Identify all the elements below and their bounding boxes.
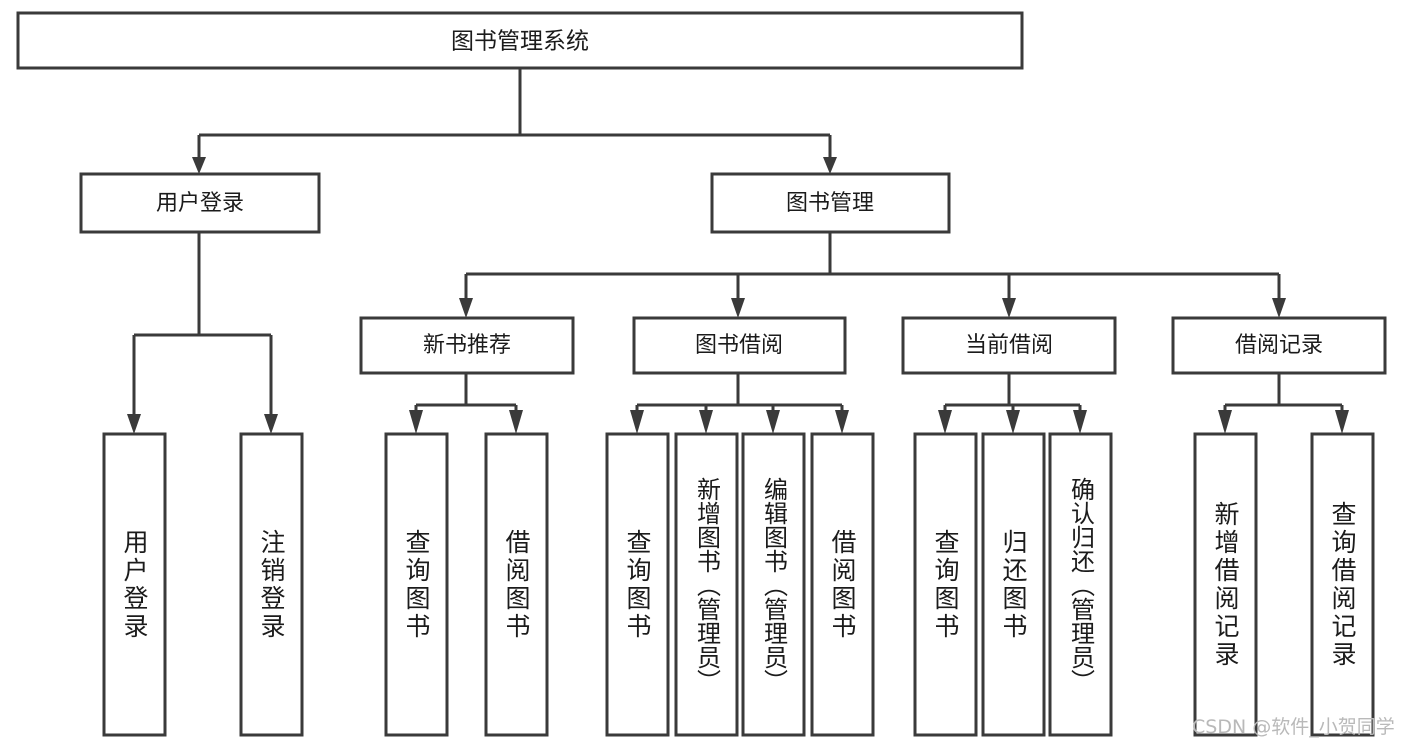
arrow-head-cb-leaf-2 xyxy=(1006,410,1020,434)
arrow-head-new-book xyxy=(459,298,473,318)
arrow-head-current-borrow xyxy=(1002,298,1016,318)
arrow-head-nb-leaf-2 xyxy=(509,410,523,434)
arrow-head-br-leaf-1 xyxy=(1218,410,1232,434)
leaf-box-cb-confirm-return[interactable] xyxy=(1048,432,1113,737)
node-current-borrow[interactable]: 当前借阅 xyxy=(901,316,1117,375)
arrow-head-br-leaf-2 xyxy=(1335,410,1349,434)
node-book-borrow[interactable]: 图书借阅 xyxy=(632,316,847,375)
arrow-head-leaf-user-login xyxy=(127,414,141,434)
node-book-borrow-box[interactable] xyxy=(632,316,847,375)
leaf-box-group xyxy=(102,432,1375,737)
arrow-head-cb-leaf-1 xyxy=(938,410,952,434)
node-root-system-box[interactable] xyxy=(16,11,1024,70)
node-borrow-record-box[interactable] xyxy=(1171,316,1387,375)
arrow-head-bb-leaf-4 xyxy=(835,410,849,434)
arrow-head-nb-leaf-1 xyxy=(409,410,423,434)
leaf-box-cb-query-book[interactable] xyxy=(913,432,978,737)
watermark-text: CSDN @软件_小贺同学 xyxy=(1192,716,1395,738)
arrow-head-user-login xyxy=(192,157,206,174)
node-borrow-record[interactable]: 借阅记录 xyxy=(1171,316,1387,375)
leaf-box-bb-add-book[interactable] xyxy=(674,432,739,737)
arrow-head-bb-leaf-1 xyxy=(630,410,644,434)
node-user-login-box[interactable] xyxy=(79,172,321,234)
leaf-box-bb-edit-book[interactable] xyxy=(741,432,806,737)
connector-group xyxy=(127,68,1349,434)
node-current-borrow-box[interactable] xyxy=(901,316,1117,375)
leaf-box-user-login[interactable] xyxy=(102,432,167,737)
leaf-box-br-add-record[interactable] xyxy=(1193,432,1258,737)
node-new-book-recommend[interactable]: 新书推荐 xyxy=(359,316,575,375)
arrow-head-book-borrow xyxy=(731,298,745,318)
leaf-box-nb-query-book[interactable] xyxy=(384,432,449,737)
node-book-borrow-label: 图书借阅 xyxy=(695,333,783,358)
leaf-box-bb-query-book[interactable] xyxy=(605,432,670,737)
node-new-book-recommend-box[interactable] xyxy=(359,316,575,375)
arrow-head-book-manage xyxy=(823,157,837,174)
node-book-manage[interactable]: 图书管理 xyxy=(710,172,951,234)
leaf-box-nb-borrow-book[interactable] xyxy=(484,432,549,737)
node-book-manage-label: 图书管理 xyxy=(786,191,874,216)
node-new-book-recommend-label: 新书推荐 xyxy=(423,333,511,358)
arrow-head-cb-leaf-3 xyxy=(1073,410,1087,434)
leaf-box-cb-return-book[interactable] xyxy=(981,432,1046,737)
arrow-head-borrow-record xyxy=(1272,298,1286,318)
leaf-box-bb-borrow-book[interactable] xyxy=(810,432,875,737)
arrow-head-leaf-logout xyxy=(264,414,278,434)
leaf-box-logout[interactable] xyxy=(239,432,304,737)
node-user-login-label: 用户登录 xyxy=(156,191,244,216)
node-root-system[interactable]: 图书管理系统 xyxy=(16,11,1024,70)
node-current-borrow-label: 当前借阅 xyxy=(965,333,1053,358)
node-book-manage-box[interactable] xyxy=(710,172,951,234)
arrow-head-bb-leaf-2 xyxy=(699,410,713,434)
node-root-system-label: 图书管理系统 xyxy=(451,29,589,55)
node-borrow-record-label: 借阅记录 xyxy=(1235,333,1323,358)
node-user-login[interactable]: 用户登录 xyxy=(79,172,321,234)
leaf-box-br-query-record[interactable] xyxy=(1310,432,1375,737)
arrow-head-bb-leaf-3 xyxy=(766,410,780,434)
